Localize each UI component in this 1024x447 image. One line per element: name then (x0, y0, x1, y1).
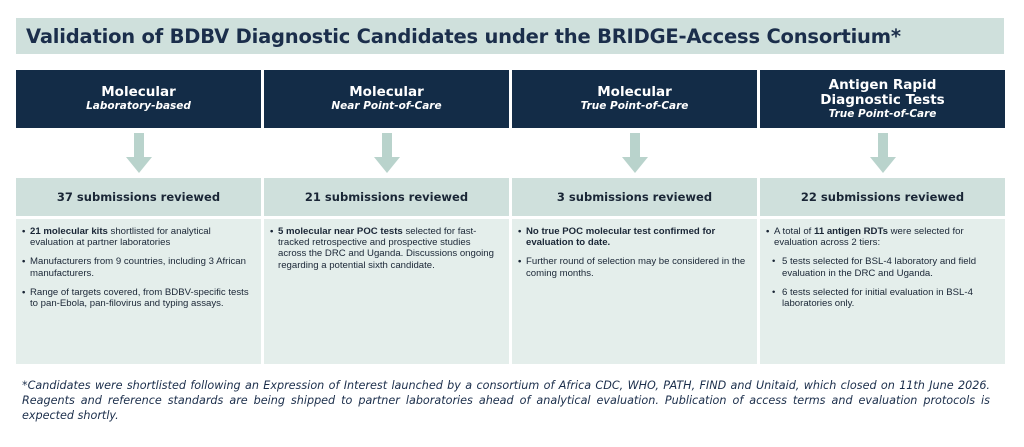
down-arrow-icon (16, 128, 261, 178)
column-title: Molecular (349, 84, 424, 100)
list-item: • Manufacturers from 9 countries, includ… (22, 256, 246, 279)
column-details: • No true POC molecular test confirmed f… (512, 219, 757, 364)
column-title: Antigen Rapid Diagnostic Tests (820, 76, 945, 108)
bullet-bold: 21 molecular kits (30, 226, 108, 237)
sub-bullet-text: 6 tests selected for initial evaluation … (782, 286, 973, 310)
list-item: • Further round of selection may be cons… (518, 256, 746, 279)
list-item: • 21 molecular kits shortlisted for anal… (22, 226, 211, 249)
column-details: • 21 molecular kits shortlisted for anal… (16, 219, 261, 364)
bullet-bold: 5 molecular near POC tests (278, 226, 403, 237)
column-header: Molecular True Point-of-Care (512, 70, 757, 128)
submission-count: 37 submissions reviewed (16, 178, 261, 216)
title-bar: Validation of BDBV Diagnostic Candidates… (16, 18, 1004, 54)
list-item: • Range of targets covered, from BDBV-sp… (22, 286, 249, 310)
bullet-text: shortlisted for analytical evaluation at… (30, 226, 211, 249)
submission-count: 22 submissions reviewed (760, 178, 1005, 216)
column-subtitle: True Point-of-Care (828, 107, 937, 120)
list-item: • No true POC molecular test confirmed f… (518, 226, 716, 249)
down-arrow-icon (512, 128, 757, 178)
down-arrow-icon (760, 128, 1005, 178)
submission-count: 21 submissions reviewed (264, 178, 509, 216)
bullet-text: were selected for evaluation across 2 ti… (774, 226, 964, 249)
column-header: Molecular Laboratory-based (16, 70, 261, 128)
column-molecular-near-poc: Molecular Near Point-of-Care 21 submissi… (264, 70, 509, 364)
sub-list-item: • 5 tests selected for BSL-4 laboratory … (772, 256, 997, 278)
column-subtitle: True Point-of-Care (580, 100, 689, 112)
down-arrow-icon (264, 128, 509, 178)
bullet-text: selected for fast-tracked retrospective … (278, 226, 494, 271)
column-header: Molecular Near Point-of-Care (264, 70, 509, 128)
column-title: Molecular (101, 84, 176, 100)
column-details: • A total of 11 antigen RDTs were select… (760, 219, 1005, 364)
bullet-text: Further round of selection may be consid… (526, 256, 746, 279)
column-subtitle: Near Point-of-Care (331, 100, 442, 112)
submission-count: 3 submissions reviewed (512, 178, 757, 216)
footnote: *Candidates were shortlisted following a… (22, 379, 990, 422)
bullet-text: Manufacturers from 9 countries, includin… (30, 256, 246, 279)
sub-bullet-text: 5 tests selected for BSL-4 laboratory an… (782, 256, 977, 279)
column-title: Molecular (597, 84, 672, 100)
bullet-text: Range of targets covered, from BDBV-spec… (30, 286, 249, 310)
bullet-bold: 11 antigen RDTs (814, 226, 888, 237)
bullet-pre: A total of (774, 226, 815, 237)
page-title: Validation of BDBV Diagnostic Candidates… (26, 24, 901, 48)
column-antigen-rdt: Antigen Rapid Diagnostic Tests True Poin… (760, 70, 1005, 364)
column-subtitle: Laboratory-based (86, 100, 191, 112)
column-details: • 5 molecular near POC tests selected fo… (264, 219, 509, 364)
sub-list-item: • 6 tests selected for initial evaluatio… (772, 287, 997, 309)
list-item: • A total of 11 antigen RDTs were select… (766, 226, 964, 249)
bullet-bold: No true POC molecular test confirmed for… (526, 226, 716, 249)
column-header: Antigen Rapid Diagnostic Tests True Poin… (760, 70, 1005, 128)
list-item: • 5 molecular near POC tests selected fo… (270, 226, 494, 271)
column-molecular-true-poc: Molecular True Point-of-Care 3 submissio… (512, 70, 757, 364)
column-molecular-lab: Molecular Laboratory-based 37 submission… (16, 70, 261, 364)
